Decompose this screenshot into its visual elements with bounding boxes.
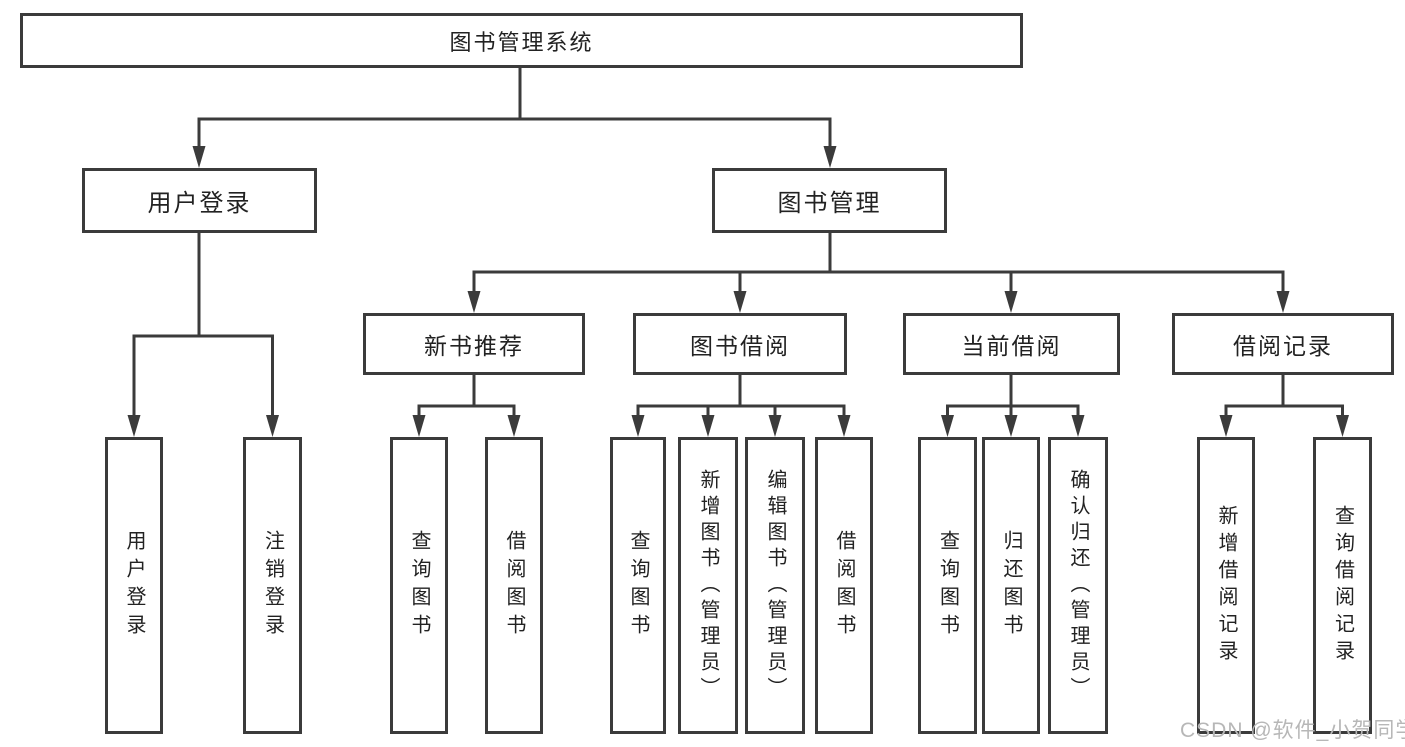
- node-user-login: 用户登录: [82, 168, 317, 233]
- node-book-borrowing: 图书借阅: [633, 313, 847, 375]
- leaf-query-books-2: 查询图书: [610, 437, 666, 734]
- leaf-add-book-admin: 新增图书（管理员）: [678, 437, 738, 734]
- leaf-query-books-3: 查询图书: [918, 437, 977, 734]
- leaf-confirm-return-admin: 确认归还（管理员）: [1048, 437, 1108, 734]
- leaf-query-books: 查询图书: [390, 437, 448, 734]
- leaf-query-borrow-record: 查询借阅记录: [1313, 437, 1372, 734]
- csdn-watermark: CSDN @软件_小贺同学: [1180, 719, 1405, 742]
- node-book-management: 图书管理: [712, 168, 947, 233]
- leaf-return-book: 归还图书: [982, 437, 1040, 734]
- leaf-borrow-books: 借阅图书: [485, 437, 543, 734]
- node-library-management-system: 图书管理系统: [20, 13, 1023, 68]
- node-current-borrowing: 当前借阅: [903, 313, 1120, 375]
- leaf-edit-book-admin: 编辑图书（管理员）: [745, 437, 805, 734]
- node-borrowing-records: 借阅记录: [1172, 313, 1394, 375]
- node-new-book-recommendation: 新书推荐: [363, 313, 585, 375]
- leaf-logout: 注销登录: [243, 437, 302, 734]
- leaf-add-borrow-record: 新增借阅记录: [1197, 437, 1255, 734]
- arrowheads: [127, 146, 1349, 437]
- leaf-user-login: 用户登录: [105, 437, 163, 734]
- leaf-borrow-books-2: 借阅图书: [815, 437, 873, 734]
